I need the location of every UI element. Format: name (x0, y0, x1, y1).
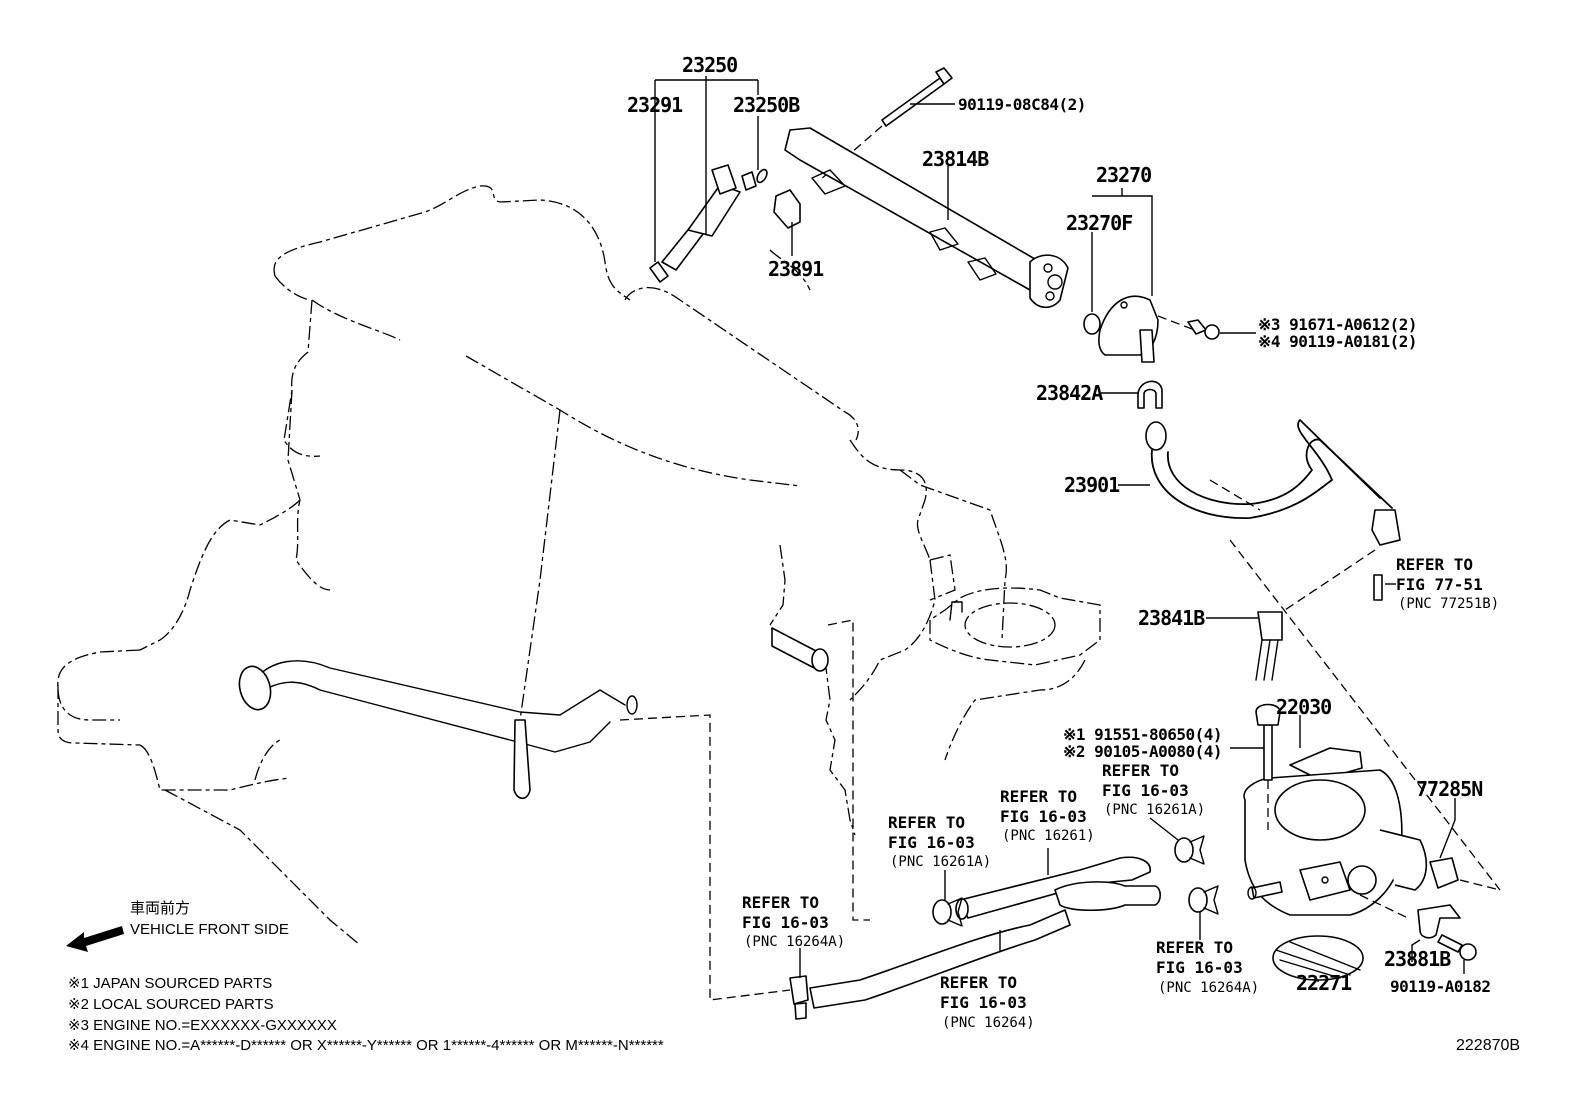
ref-line: (PNC 77251B) (1398, 596, 1499, 612)
direction-label-jp: 車両前方 (130, 900, 190, 917)
arrow-left-icon (66, 926, 124, 952)
fuel-injector (649, 164, 768, 283)
part-23250B-label[interactable]: 23250B (733, 93, 801, 117)
guide-line (1229, 539, 1501, 891)
part-23270F-label[interactable]: 23270F (1066, 211, 1133, 235)
part-23270-label[interactable]: 23270 (1096, 163, 1152, 187)
part-77285N-label[interactable]: 77285N (1416, 777, 1483, 801)
ref-line: REFER TO (1156, 938, 1233, 957)
figure-code: 222870B (1456, 1037, 1520, 1054)
part-90105-A0080-label[interactable]: ※2 90105-A0080(4) (1063, 742, 1223, 761)
part-22271-label[interactable]: 22271 (1296, 971, 1353, 995)
ref-line: FIG 16-03 (940, 993, 1027, 1012)
ref-line: (PNC 16261) (1002, 828, 1095, 844)
direction-label-en: VEHICLE FRONT SIDE (130, 921, 289, 938)
screw-90119-A0182 (1437, 934, 1477, 961)
ref-line: (PNC 16261A) (1104, 802, 1205, 818)
hose-clamps (789, 835, 1219, 1020)
part-91551-80650-label[interactable]: ※1 91551-80650(4) (1063, 725, 1223, 744)
footnotes: ※1 JAPAN SOURCED PARTS ※2 LOCAL SOURCED … (68, 975, 664, 1054)
throttle-bolt (1255, 703, 1281, 830)
part-23842A-label[interactable]: 23842A (1036, 381, 1104, 405)
ref-line: (PNC 16264A) (744, 934, 845, 950)
leader-lines (654, 76, 1465, 982)
part-90119-A0181-label[interactable]: ※4 90119-A0181(2) (1258, 332, 1418, 351)
ref-line: (PNC 16261A) (890, 854, 991, 870)
part-90119-08C84-label[interactable]: 90119-08C84(2) (958, 95, 1086, 114)
fuel-rail-bolt (819, 67, 953, 181)
part-23250-label[interactable]: 23250 (682, 53, 738, 77)
ref-fig-16-03-pnc-16264a-left[interactable]: REFER TO FIG 16-03 (PNC 16264A) (742, 893, 845, 950)
ref-line: (PNC 16264A) (1158, 980, 1259, 996)
intake-nipple (771, 619, 870, 921)
fuel-hose (1145, 419, 1401, 546)
pressure-regulator (1083, 295, 1220, 363)
ref-line: FIG 16-03 (1102, 781, 1189, 800)
connector-23841B (1255, 611, 1283, 681)
ref-fig-16-03-pnc-16261[interactable]: REFER TO FIG 16-03 (PNC 16261) (1000, 787, 1095, 844)
ref-line: FIG 16-03 (1156, 958, 1243, 977)
fuel-delivery-pipe (784, 127, 1069, 309)
part-91671-A0612-label[interactable]: ※3 91671-A0612(2) (1258, 315, 1418, 334)
part-23901-label[interactable]: 23901 (1064, 473, 1121, 497)
footnote: ※4 ENGINE NO.=A******-D****** OR X******… (68, 1037, 664, 1054)
ref-fig-16-03-pnc-16264[interactable]: REFER TO FIG 16-03 (PNC 16264) (940, 973, 1035, 1031)
ref-fig-16-03-pnc-16261a-left[interactable]: REFER TO FIG 16-03 (PNC 16261A) (888, 813, 991, 870)
ref-line: REFER TO (1102, 761, 1179, 780)
ref-line: FIG 16-03 (742, 913, 829, 932)
part-22030-label[interactable]: 22030 (1276, 695, 1332, 719)
bracket-23881B (1359, 894, 1461, 939)
injector-insulator-23891 (773, 189, 801, 229)
gasket-22271 (1272, 935, 1364, 981)
footnote: ※2 LOCAL SOURCED PARTS (68, 996, 274, 1013)
part-90119-A0182-label[interactable]: 90119-A0182 (1390, 977, 1491, 996)
clip-23842A (1137, 380, 1163, 409)
ref-line: REFER TO (940, 973, 1017, 992)
part-23881B-label[interactable]: 23881B (1384, 947, 1452, 971)
water-hoses (809, 856, 1162, 1009)
sensor-77285N (1429, 857, 1501, 891)
bypass-pipe (238, 660, 791, 1001)
footnote: ※3 ENGINE NO.=EXXXXXX-GXXXXXX (68, 1017, 337, 1034)
intake-flange (929, 587, 1101, 666)
ref-line: REFER TO (742, 893, 819, 912)
ref-line: REFER TO (888, 813, 965, 832)
ref-fig-77-51[interactable]: REFER TO FIG 77-51 (PNC 77251B) (1396, 555, 1499, 612)
part-23841B-label[interactable]: 23841B (1138, 606, 1206, 630)
vehicle-front-indicator: 車両前方 VEHICLE FRONT SIDE (66, 900, 289, 952)
ref-line: FIG 77-51 (1396, 575, 1483, 594)
ref-fig-16-03-pnc-16261a-right[interactable]: REFER TO FIG 16-03 (PNC 16261A) (1102, 761, 1205, 818)
footnote: ※1 JAPAN SOURCED PARTS (68, 975, 272, 992)
hose-end-tube (1269, 549, 1383, 621)
ref-line: (PNC 16264) (942, 1015, 1035, 1031)
ref-line: REFER TO (1396, 555, 1473, 574)
ref-line: REFER TO (1000, 787, 1077, 806)
part-23291-label[interactable]: 23291 (627, 93, 684, 117)
ref-fig-16-03-pnc-16264a-right[interactable]: REFER TO FIG 16-03 (PNC 16264A) (1156, 938, 1259, 996)
ref-line: FIG 16-03 (888, 833, 975, 852)
part-23891-label[interactable]: 23891 (768, 257, 825, 281)
part-23814B-label[interactable]: 23814B (922, 147, 990, 171)
engine-outline (57, 185, 1086, 946)
ref-line: FIG 16-03 (1000, 807, 1087, 826)
